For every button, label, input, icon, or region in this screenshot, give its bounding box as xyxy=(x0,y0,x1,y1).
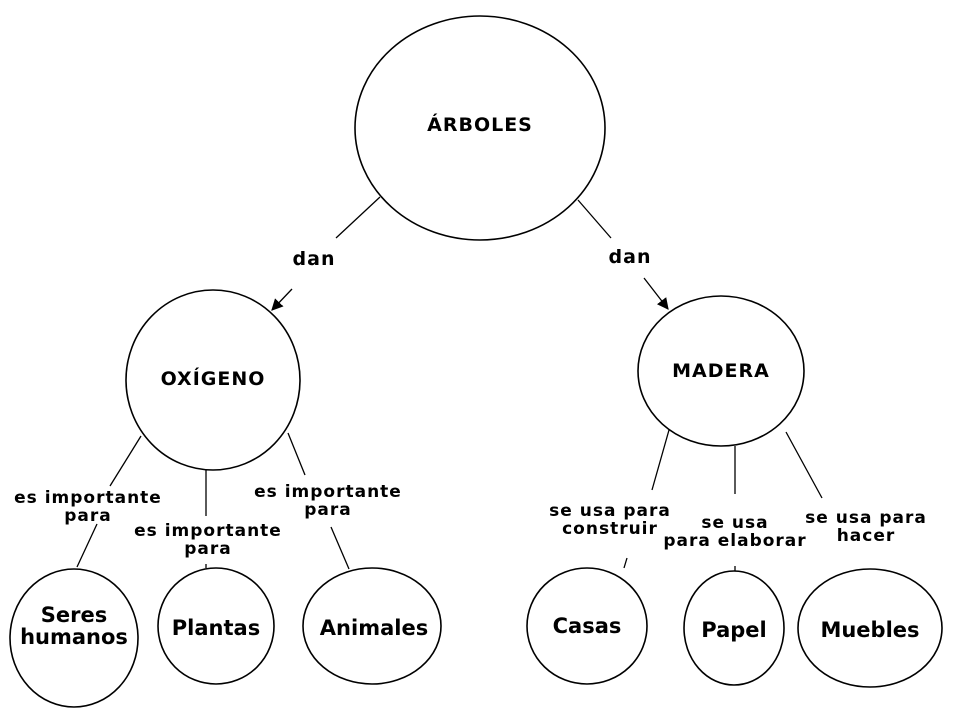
node-plantas xyxy=(157,567,275,685)
link-label-dan-left: dan xyxy=(292,248,336,270)
link-label-muebles: se usa para hacer xyxy=(805,508,927,546)
label-plantas: Plantas xyxy=(171,616,261,640)
connector-oxigeno-seres-1 xyxy=(109,435,142,487)
link-label-dan-right: dan xyxy=(608,246,652,268)
link-label-plantas: es importante para xyxy=(134,521,282,559)
connector-madera-casas-1 xyxy=(651,429,670,491)
label-casas: Casas xyxy=(552,614,622,638)
node-oxigeno xyxy=(125,289,301,471)
connector-madera-casas-2 xyxy=(623,557,628,569)
connector-oxigeno-animales-1 xyxy=(287,432,306,476)
connector-oxigeno-seres-2 xyxy=(76,523,98,568)
connector-arboles-dan-right xyxy=(577,199,612,239)
connector-oxigeno-animales-2 xyxy=(330,526,350,570)
node-papel xyxy=(683,570,785,686)
label-seres-humanos: Seres humanos xyxy=(20,603,128,650)
node-arboles xyxy=(354,15,606,241)
link-label-animales: es importante para xyxy=(254,482,402,520)
node-casas xyxy=(526,567,648,685)
connector-arboles-dan-left xyxy=(335,196,381,239)
link-label-casas: se usa para construir xyxy=(549,501,671,539)
node-muebles xyxy=(797,568,943,688)
arrow-dan-oxigeno xyxy=(271,288,293,311)
label-papel: Papel xyxy=(701,618,767,642)
connector-madera-muebles-1 xyxy=(785,431,823,499)
link-label-seres-humanos: es importante para xyxy=(14,488,162,526)
arrow-dan-madera xyxy=(643,277,669,310)
label-arboles: ÁRBOLES xyxy=(427,114,533,136)
node-seres-humanos xyxy=(9,568,139,708)
node-madera xyxy=(637,295,805,447)
label-oxigeno: OXÍGENO xyxy=(160,368,266,390)
link-label-papel: se usa para elaborar xyxy=(663,513,807,551)
label-madera: MADERA xyxy=(672,360,770,382)
node-animales xyxy=(302,567,442,685)
label-animales: Animales xyxy=(319,616,429,640)
label-muebles: Muebles xyxy=(820,618,920,642)
